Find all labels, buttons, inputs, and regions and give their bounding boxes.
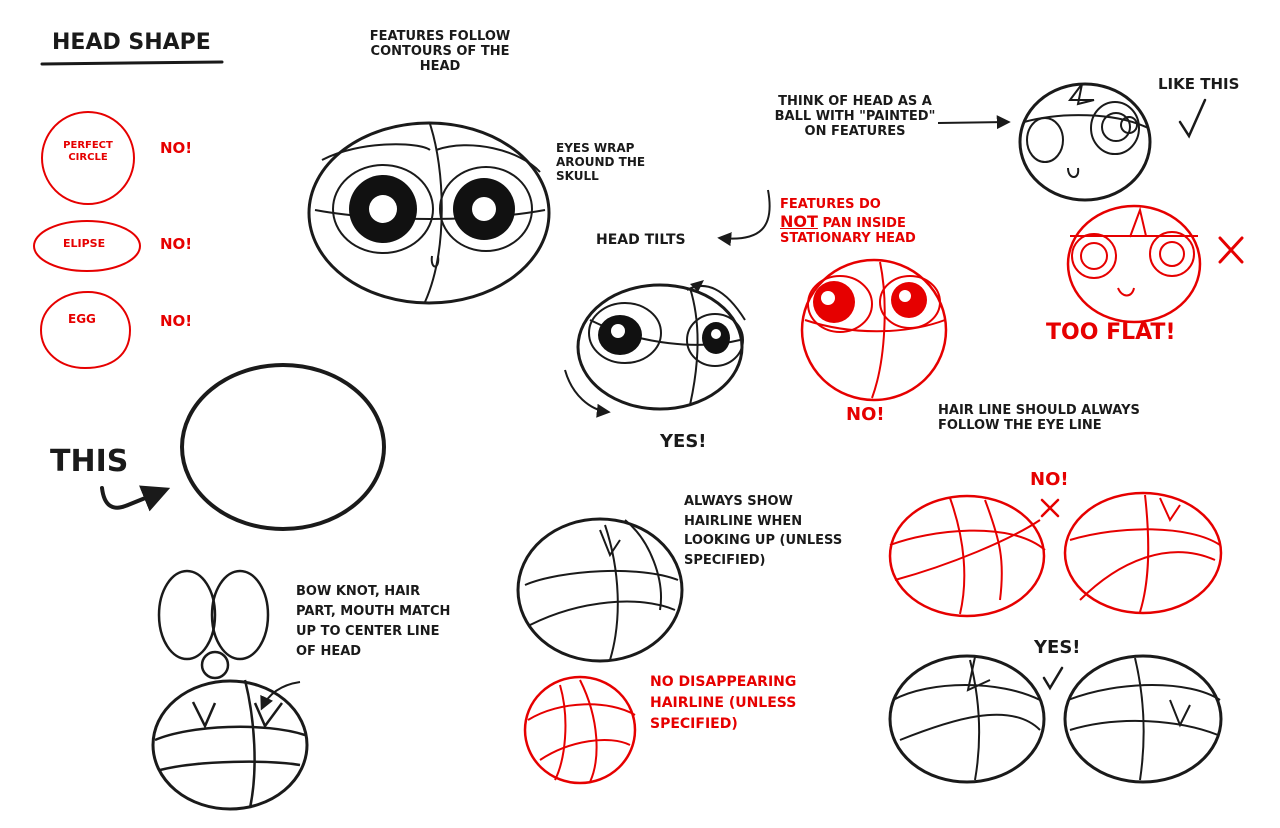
stationary-head-text: STATIONARY HEAD: [780, 230, 916, 246]
head-tilts-arrow: [717, 189, 771, 247]
tilted-head-yes: [564, 283, 746, 418]
too-flat-label: TOO FLAT!: [1046, 320, 1176, 345]
hairline-no-x-mark: [1040, 498, 1060, 518]
tilt-yes-label: YES!: [660, 431, 707, 452]
hairline-no-label: NO!: [1030, 469, 1069, 490]
features-do-text: FEATURES DO: [780, 197, 881, 212]
always-show-hairline-label: ALWAYS SHOW HAIRLINE WHEN LOOKING UP (UN…: [684, 494, 843, 568]
head-tilts-label: HEAD TILTS: [596, 232, 686, 248]
correct-head-shape: [180, 363, 386, 531]
too-flat-x-mark: [1218, 236, 1244, 264]
egg-shape: [39, 290, 132, 370]
eyes-wrap-label: EYES WRAP AROUND THE SKULL: [556, 141, 646, 183]
egg-label: EGG: [68, 312, 96, 326]
hairline-heads-yes: [888, 654, 1223, 784]
this-arrow: [100, 485, 171, 512]
pan-inside-text: PAN INSIDE: [822, 215, 906, 231]
bow-knot-label: BOW KNOT, HAIR PART, MOUTH MATCH UP TO C…: [296, 584, 451, 660]
perfect-circle-label: PERFECT CIRCLE: [63, 140, 113, 163]
no-disappearing-hairline-label: NO DISAPPEARING HAIRLINE (UNLESS SPECIFI…: [650, 674, 797, 732]
title-underline: [40, 60, 224, 66]
bow-arrow: [260, 681, 301, 711]
hairline-heads-no: [888, 491, 1223, 618]
bow-head: [151, 569, 309, 811]
flat-head-too-flat: [1066, 204, 1202, 324]
like-this-label: LIKE THIS: [1158, 75, 1240, 93]
elipse-label: ELIPSE: [63, 237, 106, 250]
elipse-no: NO!: [160, 235, 193, 253]
hairline-yes-label: YES!: [1034, 637, 1081, 658]
features-follow-label: FEATURES FOLLOW CONTOURS OF THE HEAD: [369, 29, 511, 74]
ball-head-like-this: [1018, 82, 1152, 202]
hair-line-rule-label: HAIR LINE SHOULD ALWAYS FOLLOW THE EYE L…: [938, 403, 1140, 433]
head-diagram-features: [307, 121, 551, 305]
head-diagram-pupils: [349, 175, 515, 243]
perfect-circle-shape: [41, 111, 135, 205]
elipse-shape: [33, 220, 141, 272]
not-emphasis: NOT: [780, 211, 818, 231]
no-disappearing-hairline-head: [523, 675, 637, 785]
like-this-arrow: [937, 115, 1011, 130]
hairline-yes-checkmark: [1042, 666, 1064, 691]
panned-features-head-no: [800, 258, 948, 402]
tilt-marker-triangle: [690, 280, 704, 292]
looking-up-head: [516, 517, 684, 663]
think-of-head-label: THINK OF HEAD AS A BALL WITH "PAINTED" O…: [774, 94, 936, 139]
this-label: THIS: [50, 444, 129, 479]
tilted-head-pupils: [598, 315, 730, 355]
page-title: HEAD SHAPE: [52, 30, 211, 55]
features-do-not-pan-label: FEATURES DO NOT PAN INSIDE STATIONARY HE…: [780, 197, 916, 247]
panned-features-pupils: [813, 281, 927, 323]
like-this-checkmark: [1178, 98, 1207, 139]
egg-no: NO!: [160, 312, 193, 330]
panned-no-label: NO!: [846, 404, 885, 425]
perfect-circle-no: NO!: [160, 139, 193, 157]
